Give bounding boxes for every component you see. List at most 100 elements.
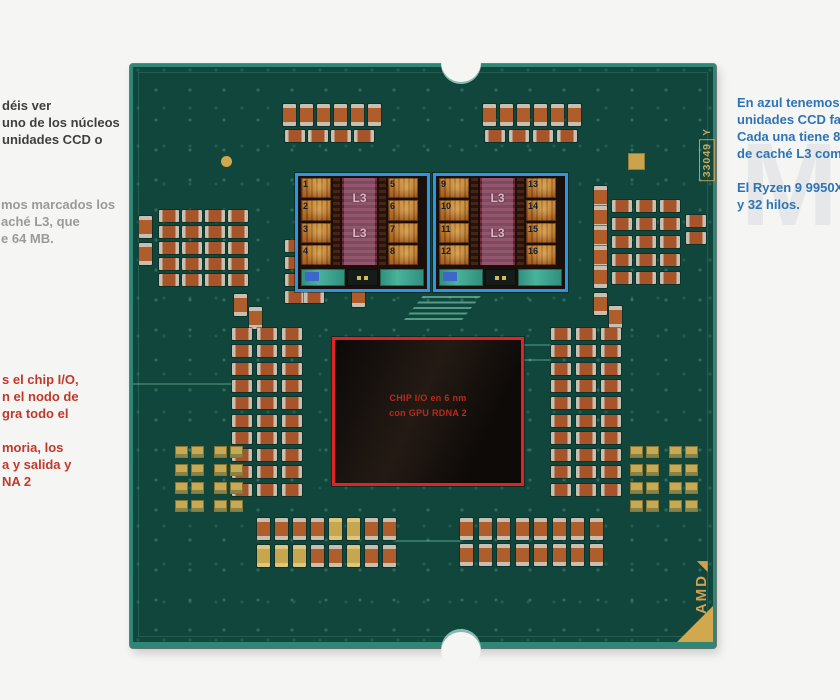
amd-logo-text: AMD <box>693 574 710 615</box>
capacitor <box>660 254 680 266</box>
capacitor <box>552 544 566 566</box>
gold-corner-triangle <box>677 606 713 642</box>
capacitor <box>275 518 288 540</box>
die-strip <box>517 178 524 265</box>
capacitor <box>282 449 302 462</box>
capacitor <box>483 104 496 126</box>
cpu-core: 14 <box>526 200 556 221</box>
capacitor <box>576 414 596 427</box>
solder-pad <box>669 500 682 512</box>
cpu-core: 6 <box>388 200 418 221</box>
capacitor <box>497 518 510 540</box>
core-number: 8 <box>390 245 396 256</box>
capacitor <box>517 104 530 126</box>
annotation-line: y 32 hilos. <box>737 197 800 212</box>
solder-pad <box>646 500 659 512</box>
capacitor <box>159 210 179 222</box>
capacitor <box>257 414 277 427</box>
solder-pad <box>175 500 188 512</box>
annotation-line: déis ver <box>2 98 52 113</box>
solder-pad <box>175 446 188 458</box>
capacitor <box>589 544 603 566</box>
capacitor <box>275 545 288 567</box>
capacitor <box>257 328 277 340</box>
capacitor <box>257 466 277 479</box>
annotation-line: El Ryzen 9 9950X s <box>737 180 840 195</box>
capacitor <box>282 414 302 427</box>
capacitor <box>365 545 378 567</box>
pcb-trace <box>133 383 233 385</box>
capacitor <box>612 200 632 212</box>
solder-pad <box>646 446 659 458</box>
solder-pad <box>191 500 204 512</box>
solder-pad <box>230 500 243 512</box>
capacitor <box>533 130 553 142</box>
capacitor <box>601 483 621 496</box>
capacitor <box>497 544 510 566</box>
solder-pad <box>630 464 643 476</box>
capacitor <box>660 236 680 248</box>
annotation-line: de caché L3 compa <box>737 146 840 161</box>
capacitor <box>636 200 656 212</box>
capacitor <box>311 518 324 540</box>
capacitor <box>576 483 596 496</box>
core-number: 1 <box>303 179 309 189</box>
capacitor <box>568 104 581 126</box>
capacitor <box>601 345 621 358</box>
capacitor <box>571 518 584 540</box>
capacitor <box>601 379 621 392</box>
capacitor <box>636 254 656 266</box>
annotation-line <box>737 162 840 179</box>
capacitor <box>589 518 603 540</box>
capacitor <box>354 130 374 142</box>
capacitor <box>282 431 302 444</box>
capacitor <box>232 414 252 427</box>
capacitor <box>232 328 252 340</box>
capacitor <box>478 518 492 540</box>
solder-pad <box>646 464 659 476</box>
center-block <box>484 269 517 286</box>
core-number: 14 <box>528 201 539 212</box>
core-number: 10 <box>441 201 452 212</box>
capacitor <box>257 518 270 540</box>
capacitor <box>601 431 621 444</box>
cpu-core: 10 <box>439 200 469 221</box>
capacitor <box>232 345 252 358</box>
solder-pad <box>646 482 659 494</box>
capacitor <box>515 518 529 540</box>
capacitor <box>300 104 313 126</box>
annotation-line: con GPU RDNA 2 <box>389 408 467 419</box>
capacitor <box>257 345 277 358</box>
capacitor <box>551 414 571 427</box>
capacitor <box>594 246 607 268</box>
sram-block <box>301 269 345 286</box>
solder-pad <box>230 464 243 476</box>
capacitor <box>660 272 680 284</box>
core-number: 16 <box>528 245 539 256</box>
blue-block <box>305 272 319 281</box>
cpu-core: 4 <box>301 244 331 266</box>
solder-pad <box>214 464 227 476</box>
annotation-line: moria, los <box>2 440 64 455</box>
capacitor <box>257 379 277 392</box>
capacitor <box>515 544 529 566</box>
capacitor <box>551 104 564 126</box>
capacitor <box>460 518 473 540</box>
capacitor <box>612 272 632 284</box>
core-number: 5 <box>390 179 396 189</box>
capacitor <box>636 236 656 248</box>
annotation-line: s el chip I/O, <box>2 372 79 387</box>
cpu-core: 13 <box>526 178 556 199</box>
capacitor <box>232 379 252 392</box>
core-number: 12 <box>441 245 452 256</box>
solder-pad <box>685 446 698 458</box>
cpu-core: 8 <box>388 244 418 266</box>
capacitor <box>601 397 621 410</box>
